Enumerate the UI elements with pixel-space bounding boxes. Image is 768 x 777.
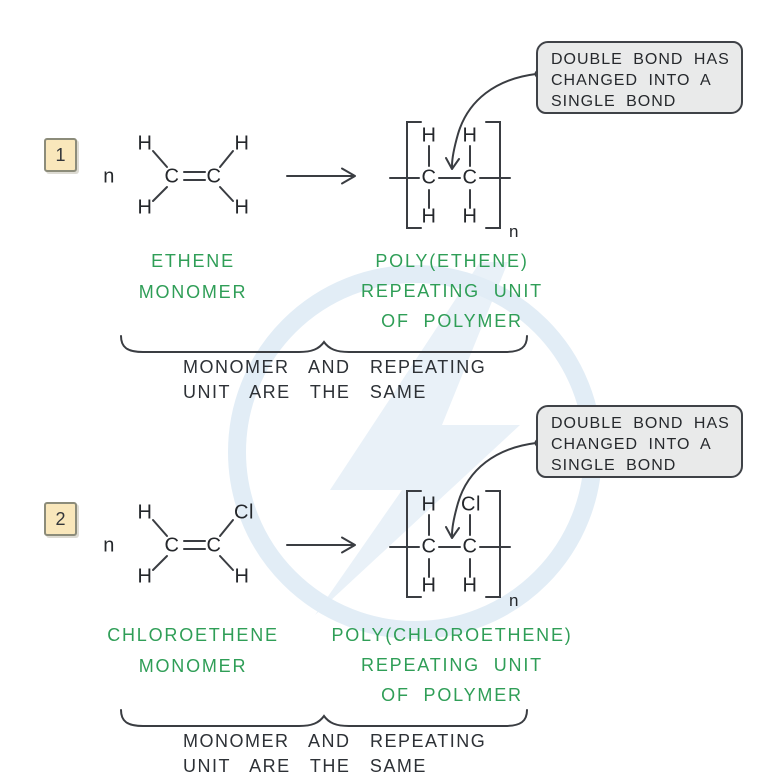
polymer-name-line: OF POLYMER bbox=[381, 311, 523, 331]
monomer-atom-bottom-left: H bbox=[137, 565, 153, 588]
repeat-atom-bottom-left: H bbox=[421, 205, 437, 228]
structure-strokes bbox=[0, 0, 768, 409]
coefficient-n: n bbox=[103, 165, 115, 188]
monomer-atom-bottom-right: H bbox=[234, 196, 250, 219]
repeat-atom-bottom-right: H bbox=[462, 574, 478, 597]
polymer-name-line: POLY(ETHENE) bbox=[375, 251, 529, 271]
repeat-atom-top-left: H bbox=[421, 493, 437, 516]
section-number-badge: 1 bbox=[44, 138, 77, 172]
polymer-name-line: REPEATING UNIT bbox=[361, 655, 543, 675]
monomer-name-line: ETHENE bbox=[151, 251, 235, 271]
coefficient-n: n bbox=[103, 534, 115, 557]
section-labels: ETHENE MONOMER POLY(ETHENE) REPEATING UN… bbox=[0, 246, 543, 405]
monomer-atom-top-right: H bbox=[234, 132, 250, 155]
monomer-bonds bbox=[153, 520, 233, 570]
monomer-carbon-left: C bbox=[164, 534, 180, 557]
callout-line: SINGLE BOND bbox=[551, 93, 677, 110]
repeat-atom-top-right: Cl bbox=[461, 493, 481, 516]
repeat-carbon-left: C bbox=[421, 535, 437, 558]
callout-double-bond-note: DOUBLE BOND HAS CHANGED INTO A SINGLE BO… bbox=[536, 405, 743, 478]
repeat-atom-top-right: H bbox=[462, 124, 478, 147]
repeat-subscript-n: n bbox=[509, 222, 519, 241]
polymer-name-line: OF POLYMER bbox=[381, 685, 523, 705]
monomer-carbon-left: C bbox=[164, 165, 180, 188]
repeat-unit-brackets bbox=[407, 491, 500, 597]
repeat-carbon-left: C bbox=[421, 166, 437, 189]
repeat-unit-bonds bbox=[390, 146, 510, 208]
underbrace bbox=[113, 333, 535, 357]
repeat-atom-bottom-right: H bbox=[462, 205, 478, 228]
monomer-name-line: CHLOROETHENE bbox=[107, 625, 279, 645]
note-line: UNIT ARE THE SAME bbox=[183, 756, 427, 776]
monomer-name-line: MONOMER bbox=[138, 282, 248, 302]
repeat-carbon-right: C bbox=[462, 166, 478, 189]
monomer-name-label: CHLOROETHENE MONOMER bbox=[107, 620, 279, 682]
section-labels: CHLOROETHENE MONOMER POLY(CHLOROETHENE) … bbox=[0, 374, 768, 777]
polymer-name-line: REPEATING UNIT bbox=[361, 281, 543, 301]
reaction-ethene: 1 n H H H H C C H H bbox=[0, 0, 768, 409]
monomer-carbon-right: C bbox=[206, 165, 222, 188]
reaction-structures: n H H H H C C H H C C H H n bbox=[0, 0, 768, 409]
repeat-unit-bonds bbox=[390, 515, 510, 577]
note-line: UNIT ARE THE SAME bbox=[183, 382, 427, 402]
callout-line: DOUBLE BOND HAS bbox=[551, 415, 730, 432]
callout-line: CHANGED INTO A bbox=[551, 72, 712, 89]
reaction-chloroethene: 2 n H Cl H H C C H Cl C C H H n bbox=[0, 364, 768, 776]
polymer-name-label: POLY(ETHENE) REPEATING UNIT OF POLYMER bbox=[361, 246, 543, 336]
monomer-atom-top-right: Cl bbox=[234, 501, 254, 524]
section-number-badge: 2 bbox=[44, 502, 77, 536]
callout-double-bond-note: DOUBLE BOND HAS CHANGED INTO A SINGLE BO… bbox=[536, 41, 743, 114]
same-unit-note: MONOMER AND REPEATING UNIT ARE THE SAME bbox=[183, 355, 486, 405]
polymer-name-label: POLY(CHLOROETHENE) REPEATING UNIT OF POL… bbox=[331, 620, 572, 710]
repeat-carbon-right: C bbox=[462, 535, 478, 558]
monomer-atom-top-left: H bbox=[137, 132, 153, 155]
monomer-atom-bottom-left: H bbox=[137, 196, 153, 219]
underbrace bbox=[113, 707, 535, 731]
monomer-atom-bottom-right: H bbox=[234, 565, 250, 588]
watermark-bolt bbox=[315, 262, 520, 615]
polymer-name-line: POLY(CHLOROETHENE) bbox=[331, 625, 573, 645]
monomer-bonds bbox=[153, 151, 233, 201]
monomer-name-line: MONOMER bbox=[138, 656, 248, 676]
repeat-unit-brackets bbox=[407, 122, 500, 228]
repeat-atom-bottom-left: H bbox=[421, 574, 437, 597]
same-unit-note: MONOMER AND REPEATING UNIT ARE THE SAME bbox=[183, 729, 486, 777]
monomer-atom-top-left: H bbox=[137, 501, 153, 524]
monomer-carbon-right: C bbox=[206, 534, 222, 557]
reaction-arrow bbox=[287, 169, 355, 184]
callout-line: SINGLE BOND bbox=[551, 457, 677, 474]
reaction-arrow bbox=[287, 538, 355, 553]
callout-arrow bbox=[446, 74, 536, 169]
callout-arrow bbox=[446, 443, 536, 538]
note-line: MONOMER AND REPEATING bbox=[183, 731, 487, 751]
repeat-subscript-n: n bbox=[509, 591, 519, 610]
callout-line: DOUBLE BOND HAS bbox=[551, 51, 730, 68]
repeat-atom-top-left: H bbox=[421, 124, 437, 147]
callout-line: CHANGED INTO A bbox=[551, 436, 712, 453]
note-line: MONOMER AND REPEATING bbox=[183, 357, 487, 377]
monomer-name-label: ETHENE MONOMER bbox=[139, 246, 248, 308]
